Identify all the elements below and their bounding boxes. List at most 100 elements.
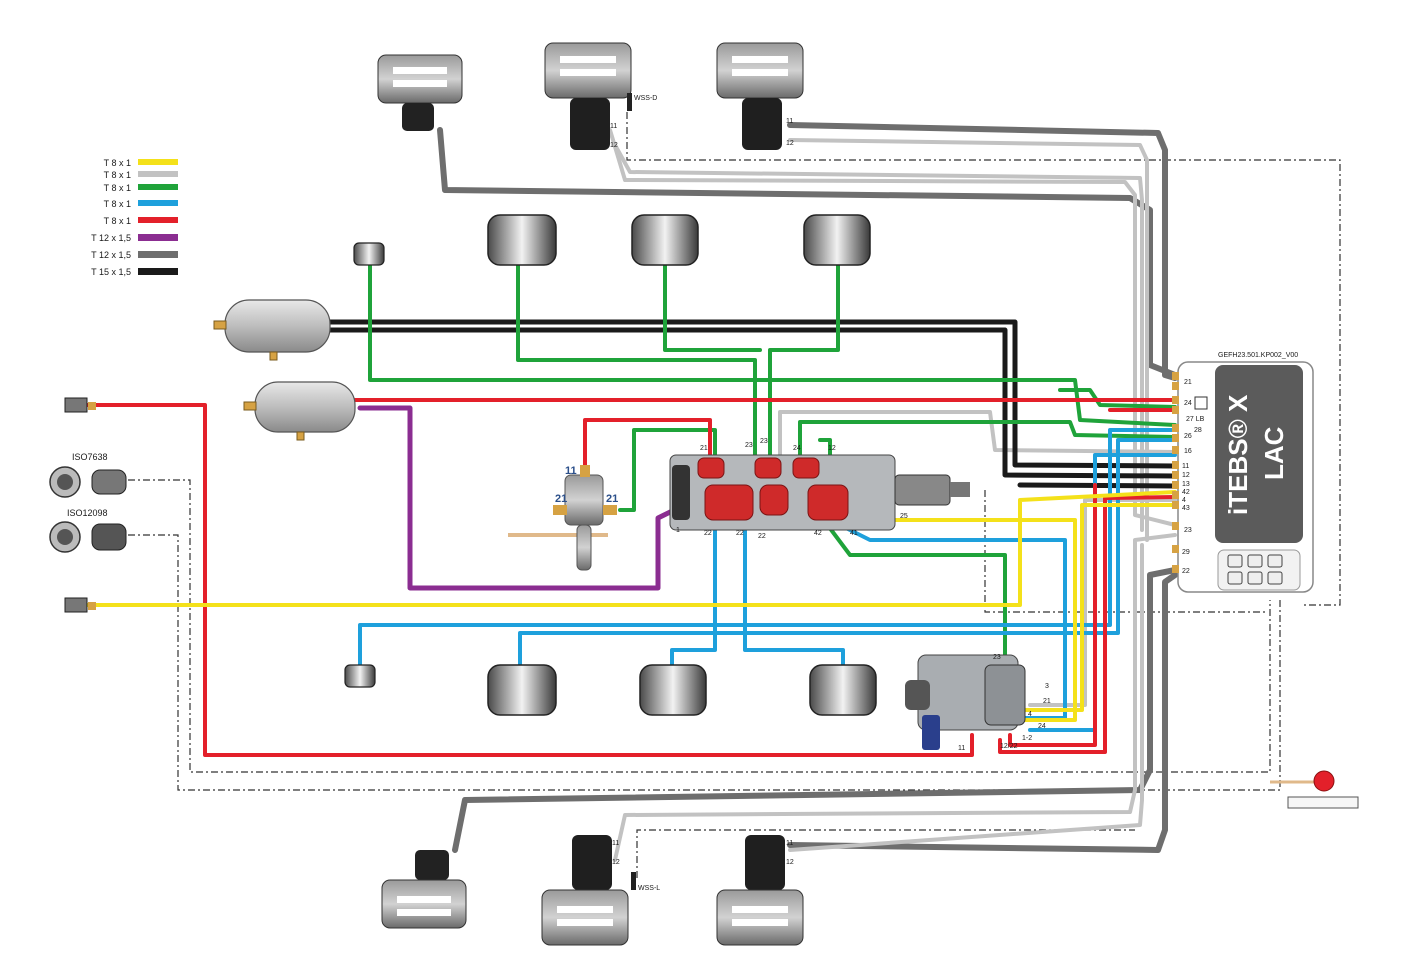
brake-units-top: WSS-D 11 12 11 12 (377, 42, 804, 150)
valve-port-label: 21 (700, 445, 708, 452)
valve-port-label: 23 (993, 654, 1001, 661)
legend-swatch-blue (138, 200, 178, 206)
valve-port-label: 1 (676, 527, 680, 534)
valve-port-label: 23 (760, 438, 768, 445)
pipe-green (768, 263, 840, 457)
ecu-drawing-code: GEFH23.501.KP002_V00 (1218, 352, 1298, 359)
pipe-blue (670, 518, 717, 667)
legend-swatch-black (138, 268, 178, 275)
legend-label: T 12 x 1,5 (91, 250, 131, 260)
ecu-indicator (1194, 396, 1208, 410)
legend-swatch-yellow (138, 159, 178, 165)
ecu-port-fittings (1172, 372, 1179, 573)
test-connector (353, 242, 385, 266)
warning-lamp (1270, 770, 1359, 809)
legend-label: T 8 x 1 (104, 216, 131, 226)
valve-port-label: 1-2 (1022, 735, 1032, 742)
iso7638-socket (49, 466, 127, 498)
ecu-sockets (1227, 554, 1283, 585)
tebs-modulator: 21 23 23 24 12 1 22 22 22 42 41 25 (669, 438, 970, 540)
legend-row-2: T 8 x 1 (104, 183, 178, 193)
pipe-blue (743, 518, 845, 667)
ecu-port-label: 21 (1184, 379, 1192, 386)
air-bag (487, 214, 557, 266)
ecu-port-label: 12 (1182, 472, 1190, 479)
pipe-blue (358, 428, 1177, 667)
trailer-control-valve: 23 3 21 4 24 1-2 12/22 11 (905, 654, 1051, 752)
pipes-silver (608, 128, 1177, 862)
pipe-silver (788, 543, 1144, 852)
pipe-grey (452, 567, 1178, 853)
brake-caliper-top-left (377, 54, 463, 131)
test-connector (344, 664, 376, 688)
pipe-yellow (86, 490, 1177, 607)
valve-port-label: 41 (850, 530, 858, 537)
ecu-port-label: 42 (1182, 489, 1190, 496)
wss-d-label: WSS-D (634, 95, 657, 102)
legend-row-5: T 12 x 1,5 (91, 233, 178, 243)
wheel-speed-sensor-l (631, 872, 636, 890)
pipe-green (818, 438, 832, 457)
signal-line-wss-d (626, 112, 1341, 606)
ecu-port-labels: 21 24 27 LB 28 26 16 11 12 13 42 4 43 23… (1182, 379, 1205, 575)
pipe-green (663, 263, 762, 352)
valve-port-label: 12 (828, 445, 836, 452)
chamber-port-label: 11 (612, 840, 619, 847)
air-tanks (213, 299, 356, 441)
signal-line-iso7638 (128, 479, 1271, 773)
chamber-port-label: 12 (786, 140, 794, 147)
air-bag (487, 664, 557, 716)
pipe-silver (613, 143, 1144, 532)
pipe-green (818, 513, 1007, 692)
valve-port-label: 11 (565, 465, 577, 477)
pipe-grey (787, 122, 1178, 381)
brake-caliper-bottom-right (716, 835, 804, 946)
pipe-black (327, 327, 1178, 479)
air-tank-upper (213, 299, 331, 361)
ecu-port-label: 4 (1182, 497, 1186, 504)
ecu-port-label: 43 (1182, 505, 1190, 512)
pipes (86, 122, 1178, 862)
legend-label: T 8 x 1 (104, 158, 131, 168)
legend-label: T 12 x 1,5 (91, 233, 131, 243)
height-valve: 11 21 21 (508, 465, 618, 571)
legend-row-4: T 8 x 1 (104, 216, 178, 226)
valve-port-label: 22 (758, 533, 766, 540)
valve-ports-red (697, 457, 849, 521)
pipe-yellow (1018, 503, 1177, 712)
legend-swatch-green (138, 184, 178, 190)
signal-line-sensor (984, 490, 1265, 613)
air-bag (631, 214, 699, 266)
brake-caliper-top-mid (544, 42, 632, 150)
chamber-port-label: 11 (786, 118, 793, 125)
legend: T 8 x 1 T 8 x 1 T 8 x 1 T 8 x 1 T 8 x 1 … (91, 158, 178, 277)
valve-port-label: 23 (745, 442, 753, 449)
air-bags (344, 214, 877, 716)
pipes-blue (358, 428, 1177, 732)
pipe-silver (788, 138, 1149, 542)
air-tank-lower (243, 381, 356, 441)
pipes-red (86, 398, 1177, 757)
valve-port-label: 11 (958, 745, 965, 752)
legend-label: T 8 x 1 (104, 199, 131, 209)
brake-caliper-bottom-left (381, 850, 467, 929)
valve-port-label: 21 (555, 493, 567, 505)
legend-swatch-purple (138, 234, 178, 241)
legend-row-0: T 8 x 1 (104, 158, 178, 168)
pipe-silver (613, 533, 1177, 862)
ecu-port-label: 29 (1182, 549, 1190, 556)
chamber-port-label: 12 (612, 859, 620, 866)
air-bag (639, 664, 707, 716)
brake-caliper-top-right (716, 42, 804, 150)
valve-port-label: 24 (1038, 723, 1046, 730)
valve-port-label: 3 (1045, 683, 1049, 690)
chamber-port-label: 11 (610, 123, 617, 130)
pipe-red (583, 418, 712, 467)
legend-swatch-silver (138, 171, 178, 177)
air-bag (803, 214, 871, 266)
valve-port-label: 21 (606, 493, 618, 505)
legend-swatch-grey (138, 251, 178, 258)
legend-row-7: T 15 x 1,5 (91, 267, 178, 277)
ecu-port-label: 22 (1182, 568, 1190, 575)
